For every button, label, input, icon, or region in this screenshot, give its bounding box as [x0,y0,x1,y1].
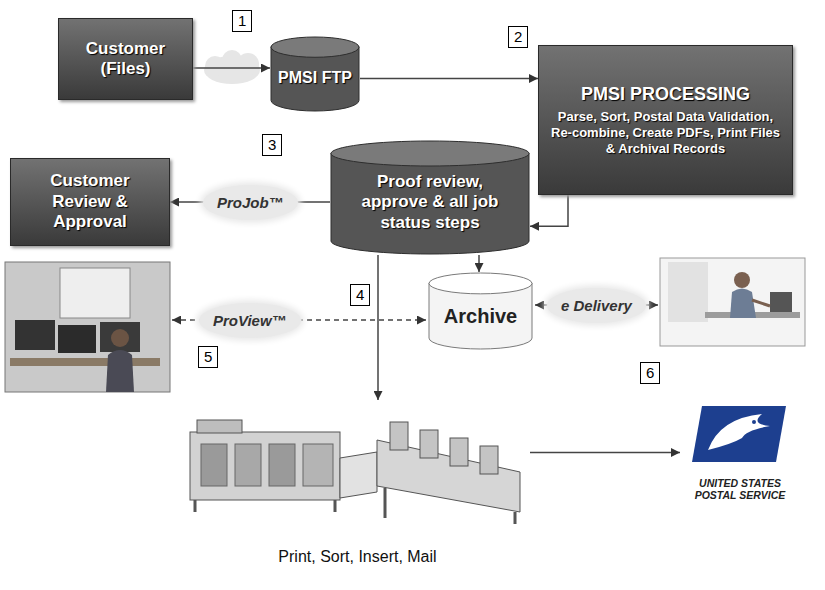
home-user-photo [660,258,805,346]
home-user-photo-part [660,258,805,346]
cloud-shape-part [222,50,242,70]
node-text: Customer Review & Approval [21,171,159,232]
home-user-photo-part [770,292,792,312]
callout-number: 2 [508,26,528,48]
flow-arrow [377,255,379,400]
usps-eagle-logo-part [708,414,770,450]
node-text: PMSI FTP [278,68,352,87]
print-mail-machine-part [190,432,340,500]
cylinder-top [429,273,532,294]
office-photo-part [58,325,96,353]
node-text: Archive [444,304,517,328]
print-mail-machine-part [420,430,438,458]
home-user-photo-part [730,289,756,319]
proof-cylinder: Proof review, approve & all job status s… [330,140,530,255]
print-mail-machine-part [377,440,520,512]
flow-arrow [530,452,680,454]
cloud-shape-part [205,56,225,76]
processing-box: PMSI PROCESSING Parse, Sort, Postal Data … [538,45,793,195]
text-group: Print, Sort, Insert, Mail [278,547,436,566]
usps-eagle-logo-part [692,406,786,462]
office-photo-part [100,322,140,352]
text-group: PMSI FTP [278,68,352,87]
print-mail-machine-part [480,446,498,474]
text-group: Customer (Files) [69,39,182,80]
node-text: Proof review, approve & all job status s… [344,172,516,233]
callout-number: 1 [232,10,252,32]
node-text: Parse, Sort, Postal Data Validation, Re-… [551,109,780,156]
node-text: Customer (Files) [69,39,182,80]
office-photo-part [106,350,134,392]
edge-label: ProJob™ [203,185,298,220]
text-group: Archive [444,304,517,328]
text-group: Customer Review & Approval [21,171,159,232]
callout-number: 5 [198,346,218,368]
flow-arrow [360,78,538,80]
flow-arrow [193,67,270,69]
text-group: PMSI PROCESSING Parse, Sort, Postal Data … [551,84,780,156]
cylinder-body [331,153,529,254]
home-user-photo-part [752,300,770,306]
usps-logo: UNITED STATES POSTAL SERVICE [680,400,800,505]
print-mail-machine-part [385,488,515,524]
usps-eagle-logo [680,400,800,466]
text-group: UNITED STATES POSTAL SERVICE [686,477,794,501]
office-photo-part [10,358,160,366]
print-mail-machine-part [235,444,261,486]
print-mail-machine-part [390,422,408,450]
review-box: Customer Review & Approval [10,158,170,246]
print-mail-machine-part [303,444,333,486]
text-group: Proof review, approve & all job status s… [344,172,516,233]
node-text: Print, Sort, Insert, Mail [278,547,436,566]
print-mail-machine-part [197,420,242,433]
office-photo-part [60,268,130,318]
office-photo [5,262,170,392]
print-mail-machine-part [269,444,295,486]
office-photo-part [15,320,55,350]
cloud-label: ProView™ [199,303,301,338]
usps-eagle-logo-part [752,420,756,424]
office-photo-part [60,268,130,318]
node-text: UNITED STATES POSTAL SERVICE [686,477,794,501]
callout-number: 4 [350,284,370,306]
cylinder-top [271,37,359,57]
node-text: PMSI PROCESSING [581,84,750,106]
print-mail-machine [185,400,530,530]
customer-box: Customer (Files) [58,18,193,100]
print-mail-machine-part [201,444,227,486]
flow-arrow [478,255,480,272]
print-mail-machine-part [195,500,335,512]
ftp-cylinder: PMSI FTP [270,36,360,112]
home-user-photo-part [734,272,750,288]
callout-number: 3 [262,134,282,156]
home-user-photo-part [668,262,708,322]
print-mail-machine-part [450,438,468,466]
cylinder-top [331,141,529,166]
cloud-shape [204,50,260,84]
print-mail-machine-part [340,452,377,498]
mail-equipment: Print, Sort, Insert, Mail [185,400,530,572]
office-photo-part [5,262,170,392]
cloud-label: e Delivery [547,288,646,323]
archive-cylinder: Archive [428,272,533,350]
callout-number: 6 [640,362,660,384]
flow-arrow [530,195,568,226]
office-photo-part [111,329,129,347]
